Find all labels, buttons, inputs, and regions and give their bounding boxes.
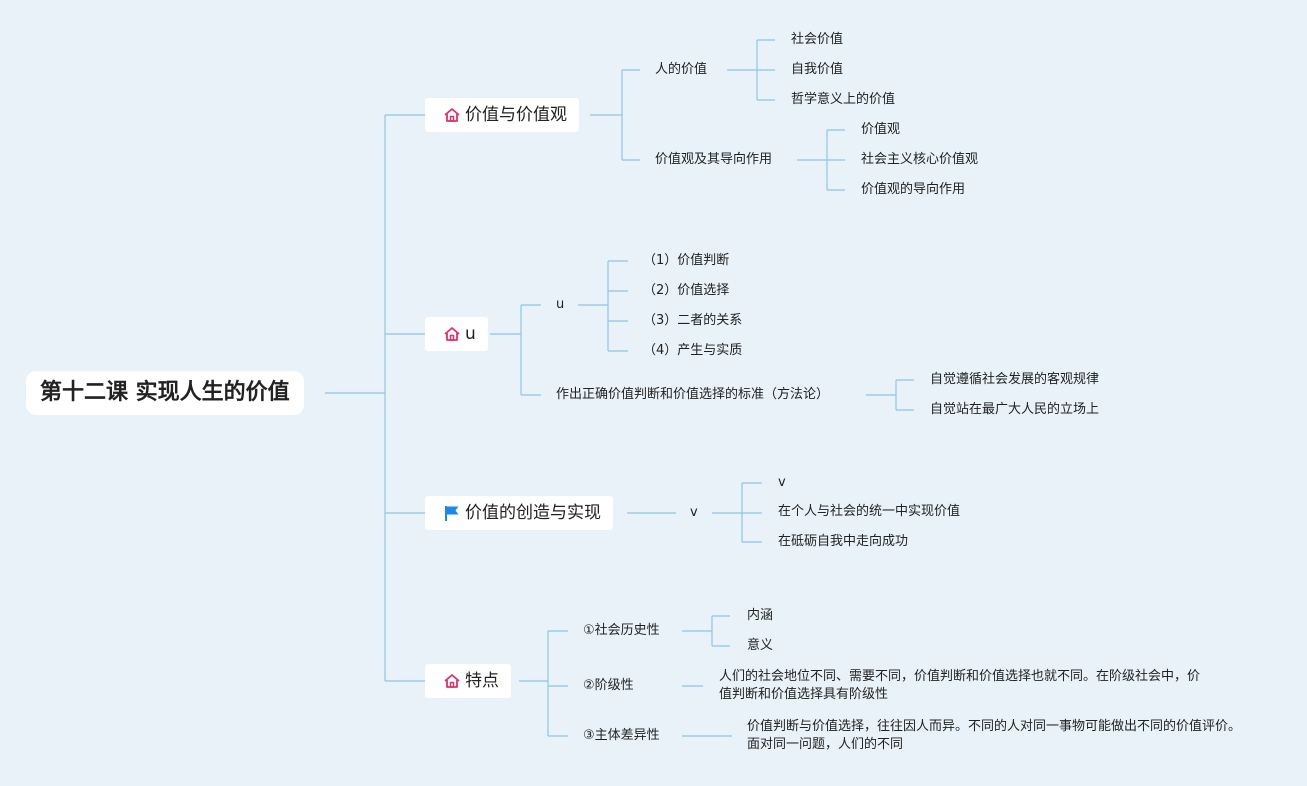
leaf-topic[interactable]: 自觉站在最广大人民的立场上 [930,402,1100,417]
subtopic[interactable]: ①社会历史性 [583,623,660,638]
leaf-topic[interactable]: （2）价值选择 [643,283,730,298]
leaf-topic[interactable]: v [778,475,786,490]
leaf-topic[interactable]: 价值观的导向作用 [861,182,966,197]
flag-icon [445,506,459,521]
branch-topic-label: 价值的创造与实现 [465,503,601,523]
leaf-topic[interactable]: 价值判断与价值选择，往往因人而异。不同的人对同一事物可能做出不同的价值评价。面对… [747,719,1242,752]
branch-topic-label: 特点 [465,671,499,691]
leaf-topic[interactable]: 社会主义核心价值观 [861,152,979,167]
connector-branch-4 [519,630,568,737]
subtopic[interactable]: 价值观及其导向作用 [655,152,773,167]
leaf-topic[interactable]: 意义 [747,638,774,653]
subtopic[interactable]: v [690,505,698,520]
leaf-topic[interactable]: 价值观 [861,122,901,137]
subtopic[interactable]: 人的价值 [655,62,708,77]
connector-b4-c1 [682,615,730,647]
connector-b1-c1 [727,39,775,101]
subtopic[interactable]: u [556,297,565,312]
house-icon [444,674,460,688]
leaf-topic[interactable]: 自我价值 [791,62,844,77]
house-icon [444,108,460,122]
leaf-topic[interactable]: 人们的社会地位不同、需要不同，价值判断和价值选择也就不同。在阶级社会中，价值判断… [719,669,1201,702]
leaf-topic[interactable]: 在砥砺自我中走向成功 [778,534,909,549]
connector-branch-2 [490,304,541,396]
leaf-topic[interactable]: 社会价值 [791,32,844,47]
root-topic-label: 第十二课 实现人生的价值 [40,380,290,405]
branch-topic-u[interactable]: u [425,317,488,351]
branch-topic-values-and-value-views[interactable]: 价值与价值观 [425,98,579,132]
leaf-topic[interactable]: （4）产生与实质 [643,343,743,358]
branch-topic-label: u [465,324,476,344]
leaf-topic[interactable]: （1）价值判断 [643,253,730,268]
leaf-topic[interactable]: 自觉遵循社会发展的客观规律 [930,372,1100,387]
house-icon [444,327,460,341]
branch-topic-value-creation[interactable]: 价值的创造与实现 [425,496,613,530]
leaf-topic[interactable]: （3）二者的关系 [643,313,743,328]
root-topic[interactable]: 第十二课 实现人生的价值 [26,371,304,415]
branch-topic-label: 价值与价值观 [465,105,567,125]
connector-branch-1 [590,69,640,161]
connector-b3-c1 [712,482,762,543]
subtopic[interactable]: ②阶级性 [583,678,634,693]
branch-topic-characteristics[interactable]: 特点 [425,664,511,698]
connector-b1-c2 [797,129,845,191]
connector-b2-c2 [866,379,914,411]
connector-b2-c1 [578,260,628,352]
leaf-topic[interactable]: 哲学意义上的价值 [791,92,896,107]
subtopic[interactable]: ③主体差异性 [583,728,660,743]
connector-root [325,114,425,682]
subtopic[interactable]: 作出正确价值判断和价值选择的标准（方法论） [556,387,830,402]
leaf-topic[interactable]: 在个人与社会的统一中实现价值 [778,504,961,519]
leaf-topic[interactable]: 内涵 [747,608,774,623]
